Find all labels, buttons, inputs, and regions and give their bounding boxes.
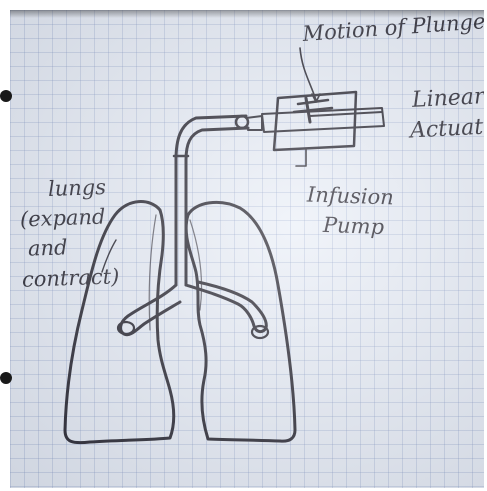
right-lung [186, 202, 295, 441]
plunger-rod [310, 112, 382, 116]
label-expand: (expand [20, 207, 106, 231]
motion-pointer-line [300, 48, 316, 100]
graph-paper: Motion of Plunger Linear Actuator Infusi… [10, 10, 484, 488]
binder-hole-top [0, 90, 12, 102]
right-lung-inner-line [190, 220, 202, 310]
infusion-pointer-line [296, 150, 306, 166]
binder-hole-bottom [0, 372, 12, 384]
label-and: and [28, 237, 68, 259]
syringe-barrel [262, 108, 384, 132]
label-infusion: Infusion [307, 184, 394, 208]
lung-model-sketch [10, 10, 484, 488]
label-actuator: Actuator [409, 115, 484, 142]
left-lung-inner-line [149, 215, 156, 330]
label-linear: Linear [411, 86, 484, 112]
label-lungs: lungs [48, 177, 107, 200]
left-lung [65, 202, 174, 443]
label-pump: Pump [323, 215, 385, 238]
label-contract: contract) [22, 266, 120, 290]
